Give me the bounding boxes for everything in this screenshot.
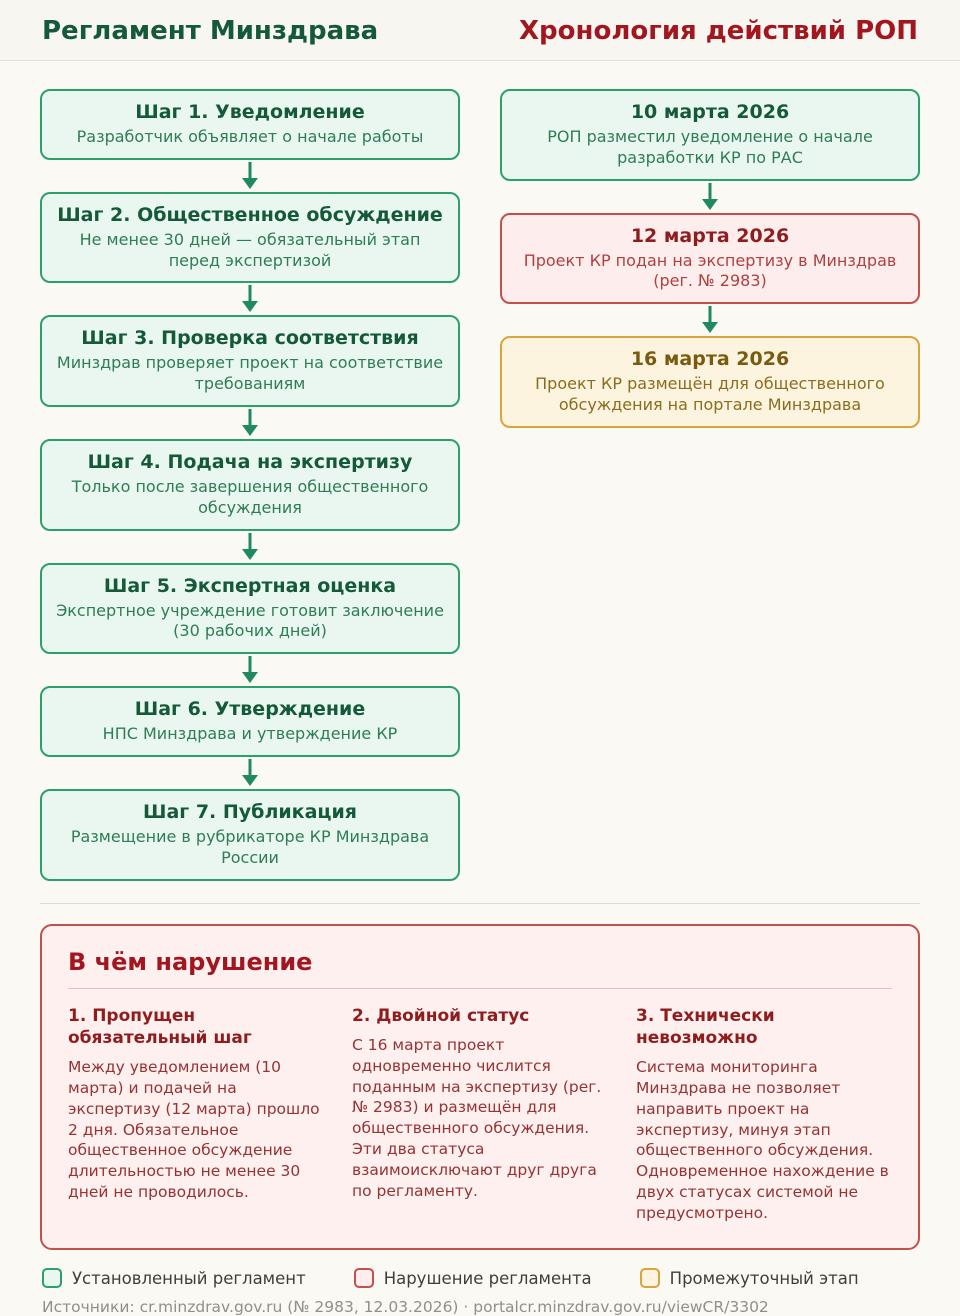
step-title: Шаг 5. Экспертная оценка bbox=[103, 574, 397, 597]
page-header: Регламент Минздрава Хронология действий … bbox=[0, 0, 960, 61]
timeline-box-2: 12 марта 2026 Проект КР подан на эксперт… bbox=[500, 212, 920, 305]
flow-arrow-icon bbox=[40, 160, 460, 192]
legend-label: Промежуточный этап bbox=[669, 1268, 859, 1288]
violation-item-1: 1. Пропущен обязательный шаг Между уведо… bbox=[68, 1005, 324, 1225]
flow-arrow-icon bbox=[40, 407, 460, 439]
legend-swatch-yellow-icon bbox=[639, 1268, 660, 1289]
main-columns: Шаг 1. Уведомление Разработчик объявляет… bbox=[0, 61, 960, 881]
step-box-5: Шаг 5. Экспертная оценка Экспертное учре… bbox=[40, 562, 460, 655]
violation-item-text: Между уведомлением (10 марта) и подачей … bbox=[68, 1057, 320, 1202]
violation-item-text: С 16 марта проект одновременно числится … bbox=[352, 1035, 602, 1201]
step-box-1: Шаг 1. Уведомление Разработчик объявляет… bbox=[40, 89, 460, 160]
legend-swatch-red-icon bbox=[353, 1268, 374, 1289]
timeline-desc: Проект КР подан на экспертизу в Минздрав… bbox=[523, 250, 897, 291]
step-title: Шаг 2. Общественное обсуждение bbox=[57, 203, 443, 226]
legend-item-regulation: Установленный регламент bbox=[42, 1268, 306, 1289]
step-box-3: Шаг 3. Проверка соответствия Минздрав пр… bbox=[40, 315, 460, 407]
violation-heading-rule bbox=[68, 987, 892, 989]
timeline-desc: РОП разместил уведомление о начале разра… bbox=[547, 127, 873, 167]
legend-label: Нарушение регламента bbox=[383, 1268, 592, 1288]
timeline-title: Хронология действий РОП bbox=[519, 16, 918, 46]
timeline-date: 16 марта 2026 bbox=[630, 348, 790, 371]
flow-arrow-icon bbox=[40, 757, 460, 789]
legend-swatch-green-icon bbox=[42, 1268, 62, 1289]
violation-item-title: 2. Двойной статус bbox=[352, 1005, 530, 1026]
timeline-desc: Проект КР размещён для общественного обс… bbox=[535, 374, 885, 414]
sources-line: Источники: cr.minzdrav.gov.ru (№ 2983, 1… bbox=[42, 1298, 769, 1316]
violation-heading: В чём нарушение bbox=[68, 947, 313, 976]
violation-item-2: 2. Двойной статус С 16 марта проект одно… bbox=[352, 1005, 608, 1225]
timeline-box-3: 16 марта 2026 Проект КР размещён для общ… bbox=[500, 336, 920, 428]
timeline-box-1: 10 марта 2026 РОП разместил уведомление … bbox=[500, 89, 920, 181]
step-desc: Разработчик объявляет о начале работы bbox=[76, 127, 424, 146]
violation-panel: В чём нарушение 1. Пропущен обязательный… bbox=[40, 923, 920, 1251]
violation-item-3: 3. Технически невозможно Система монитор… bbox=[636, 1005, 892, 1225]
step-title: Шаг 1. Уведомление bbox=[135, 101, 365, 123]
timeline-column: 10 марта 2026 РОП разместил уведомление … bbox=[500, 89, 920, 881]
timeline-date: 10 марта 2026 bbox=[630, 101, 790, 123]
step-desc: Экспертное учреждение готовит заключение… bbox=[56, 600, 444, 641]
step-desc: НПС Минздрава и утверждение КР bbox=[102, 724, 398, 744]
timeline-date: 12 марта 2026 bbox=[630, 224, 790, 247]
violation-item-title: 1. Пропущен обязательный шаг bbox=[68, 1005, 252, 1048]
flow-arrow-icon bbox=[40, 283, 460, 315]
step-desc: Минздрав проверяет проект на соответстви… bbox=[56, 353, 444, 394]
flow-arrow-icon bbox=[40, 531, 460, 563]
step-title: Шаг 7. Публикация bbox=[143, 800, 357, 823]
step-desc: Только после завершения общественного об… bbox=[71, 476, 429, 517]
step-title: Шаг 4. Подача на экспертизу bbox=[87, 450, 413, 473]
step-desc: Не менее 30 дней — обязательный этап пер… bbox=[79, 229, 421, 270]
violation-item-text: Система мониторинга Минздрава не позволя… bbox=[636, 1057, 889, 1223]
step-title: Шаг 6. Утверждение bbox=[134, 698, 366, 721]
section-divider bbox=[40, 902, 920, 904]
flow-arrow-icon bbox=[500, 304, 920, 336]
legend-item-intermediate: Промежуточный этап bbox=[639, 1268, 859, 1289]
step-box-6: Шаг 6. Утверждение НПС Минздрава и утвер… bbox=[40, 686, 460, 757]
step-box-2: Шаг 2. Общественное обсуждение Не менее … bbox=[40, 191, 460, 284]
step-box-7: Шаг 7. Публикация Размещение в рубрикато… bbox=[40, 788, 460, 881]
step-desc: Размещение в рубрикаторе КР Минздрава Ро… bbox=[70, 826, 430, 867]
regulation-title: Регламент Минздрава bbox=[42, 16, 379, 46]
flow-arrow-icon bbox=[40, 654, 460, 686]
regulation-flow-column: Шаг 1. Уведомление Разработчик объявляет… bbox=[40, 89, 460, 881]
step-box-4: Шаг 4. Подача на экспертизу Только после… bbox=[40, 438, 460, 531]
violation-columns: 1. Пропущен обязательный шаг Между уведо… bbox=[68, 1005, 892, 1225]
legend: Установленный регламент Нарушение реглам… bbox=[0, 1250, 960, 1289]
violation-item-title: 3. Технически невозможно bbox=[636, 1005, 775, 1048]
legend-label: Установленный регламент bbox=[72, 1268, 306, 1288]
flow-arrow-icon bbox=[500, 181, 920, 213]
step-title: Шаг 3. Проверка соответствия bbox=[81, 327, 419, 350]
legend-item-violation: Нарушение регламента bbox=[353, 1268, 592, 1289]
